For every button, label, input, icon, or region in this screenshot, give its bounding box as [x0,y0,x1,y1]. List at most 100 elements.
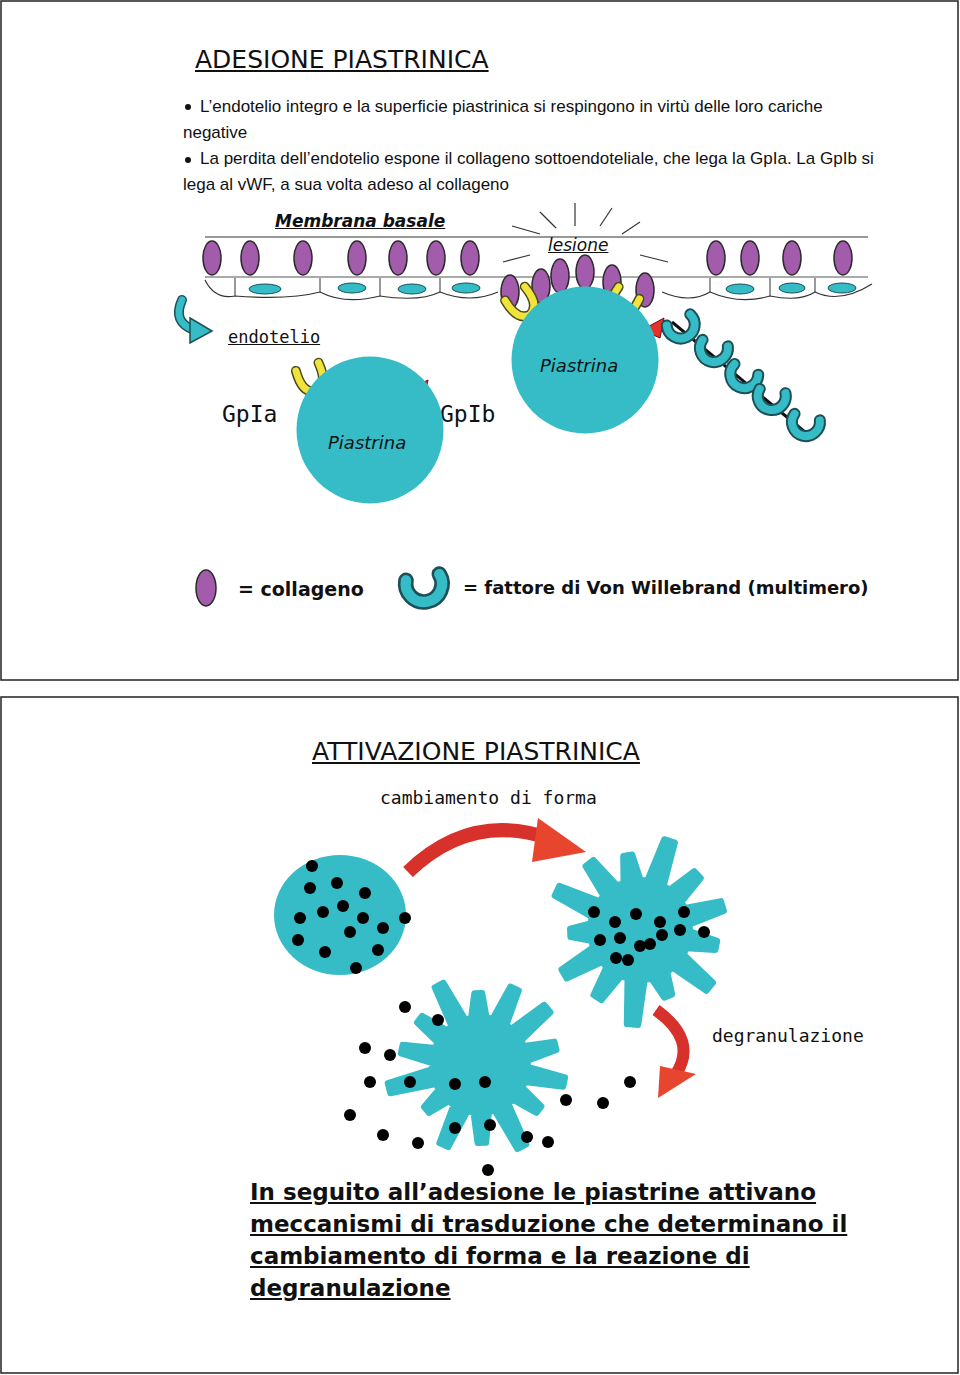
granule-dot [588,906,600,918]
resting-platelet [274,855,406,975]
granule-dot [622,954,634,966]
granule-dot [399,1001,411,1013]
drawing-ellipse [398,284,426,294]
drawing-circle [185,157,191,163]
slide-title: ATTIVAZIONE PIASTRINICA [312,736,640,767]
granule-dot [479,1076,491,1088]
granule-dot [656,929,668,941]
drawing-use [294,241,312,275]
drawing-polygon [532,818,586,862]
drawing-ellipse [779,283,805,293]
drawing-path [205,280,498,300]
granule-dot [624,1076,636,1088]
drawing-use [461,241,479,275]
granule-dot [337,900,349,912]
caption: In seguito all’adesione le piastrine att… [250,1176,890,1304]
lesion-label: lesione [548,235,608,256]
bullet-text: L’endotelio integro e la superficie pias… [183,94,888,146]
platelet-body [297,357,444,504]
drawing-use [348,241,366,275]
drawing-polygon [658,1066,696,1098]
drawing-use [241,241,259,275]
granule-dot [399,912,411,924]
drawing-line [503,255,530,262]
drawing-use [427,241,445,275]
granule-dot [359,1042,371,1054]
granule-dot [384,1049,396,1061]
drawing-line [640,255,668,262]
slide-title: ADESIONE PIASTRINICA [195,44,489,75]
platelet-label: Piastrina [328,432,406,455]
legend-swatch-vwf [404,571,446,606]
platelet-body [512,287,659,434]
drawing-use [203,241,221,275]
granule-dot [344,926,356,938]
drawing-line [205,236,868,237]
drawing-ellipse [726,284,754,294]
granule-dot [294,912,306,924]
drawing-use [576,255,594,289]
drawing-line [540,212,556,228]
legend-text: = collageno [238,578,364,602]
activated-platelet [388,983,565,1149]
granule-dot [412,1137,424,1149]
drawing-use [741,241,759,275]
receptor-label: GpIa [222,400,277,429]
drawing-ellipse [452,283,480,293]
granule-dot [484,1119,496,1131]
granule-dot [331,877,343,889]
granule-dot [542,1136,554,1148]
granule-dot [359,887,371,899]
drawing-path [656,1010,684,1074]
granule-dot [482,1164,494,1176]
endothelium [205,278,872,300]
granule-dot [449,1078,461,1090]
granule-dot [634,940,646,952]
vwf-multimer [666,312,821,438]
granule-dot [292,934,304,946]
granule-dot [317,906,329,918]
granule-dot [449,1122,461,1134]
platelet-shape [295,355,445,505]
drawing-use [834,241,852,275]
drawing-path [662,284,872,300]
platelet-circle: Piastrina [295,355,445,505]
drawing-use [783,241,801,275]
granule-dot [654,916,666,928]
drawing-use [404,571,446,606]
drawing-ellipse [828,283,856,293]
drawing-use [707,241,725,275]
granules [292,860,710,1176]
slide-frame [1,1,958,680]
bullet-text: La perdita dell’endotelio espone il coll… [183,146,888,198]
granule-dot [377,922,389,934]
step-label: degranulazione [712,1025,864,1048]
granule-dot [432,1014,444,1026]
granule-dot [364,1076,376,1088]
granule-dot [357,912,369,924]
granule-dot [674,924,686,936]
granule-dot [594,934,606,946]
drawing-circle [185,104,191,110]
granule-dot [350,962,362,974]
drawing-ellipse [338,283,366,293]
drawing-use [790,414,821,439]
granule-dot [372,944,384,956]
step-label: cambiamento di forma [380,787,597,810]
granule-dot [610,952,622,964]
platelet-circle: Piastrina [510,285,660,435]
drawing-path [408,830,548,872]
granule-dot [678,906,690,918]
drawing-line [574,203,575,226]
receptor-label: GpIb [440,400,495,429]
granule-dot [404,1076,416,1088]
granule-dot [644,938,656,950]
granule-dot [698,926,710,938]
granule-dot [306,860,318,872]
drawing-use [698,340,729,365]
granule-dot [344,1109,356,1121]
drawing-line [512,226,540,234]
drawing-use [551,259,569,293]
